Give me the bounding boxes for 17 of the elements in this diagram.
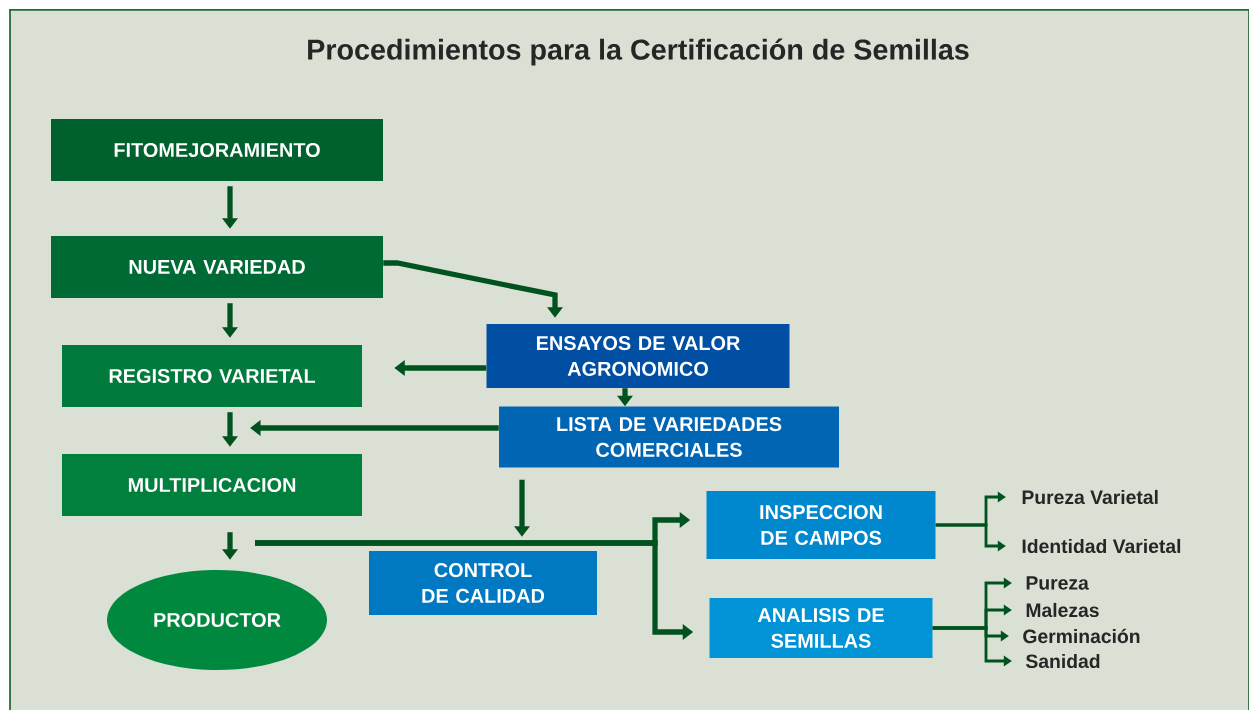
- item-label: Pureza: [1026, 576, 1089, 590]
- item-label: Identidad Varietal: [1022, 538, 1181, 554]
- process-box: LISTA DE VARIEDADES COMERCIALES: [499, 406, 839, 468]
- process-box: ENSAYOS DE VALOR AGRONOMICO: [486, 324, 790, 388]
- item-label: Pureza Varietal: [1022, 489, 1158, 505]
- item-label: Germinación: [1023, 628, 1140, 644]
- oval-node: PRODUCTOR: [107, 570, 327, 670]
- process-box: ANALISIS DE SEMILLAS: [709, 598, 933, 658]
- process-box: INSPECCION DE CAMPOS: [706, 491, 936, 559]
- process-box: CONTROL DE CALIDAD: [369, 551, 597, 615]
- item-label: Malezas: [1026, 602, 1099, 618]
- item-label: Sanidad: [1025, 653, 1100, 669]
- process-box: FITOMEJORAMIENTO: [51, 119, 383, 181]
- process-box: REGISTRO VARIETAL: [62, 345, 362, 407]
- title: Procedimientos para la Certificación de Semillas: [308, 38, 969, 66]
- process-box: MULTIPLICACION: [62, 454, 362, 516]
- process-box: NUEVA VARIEDAD: [51, 236, 383, 298]
